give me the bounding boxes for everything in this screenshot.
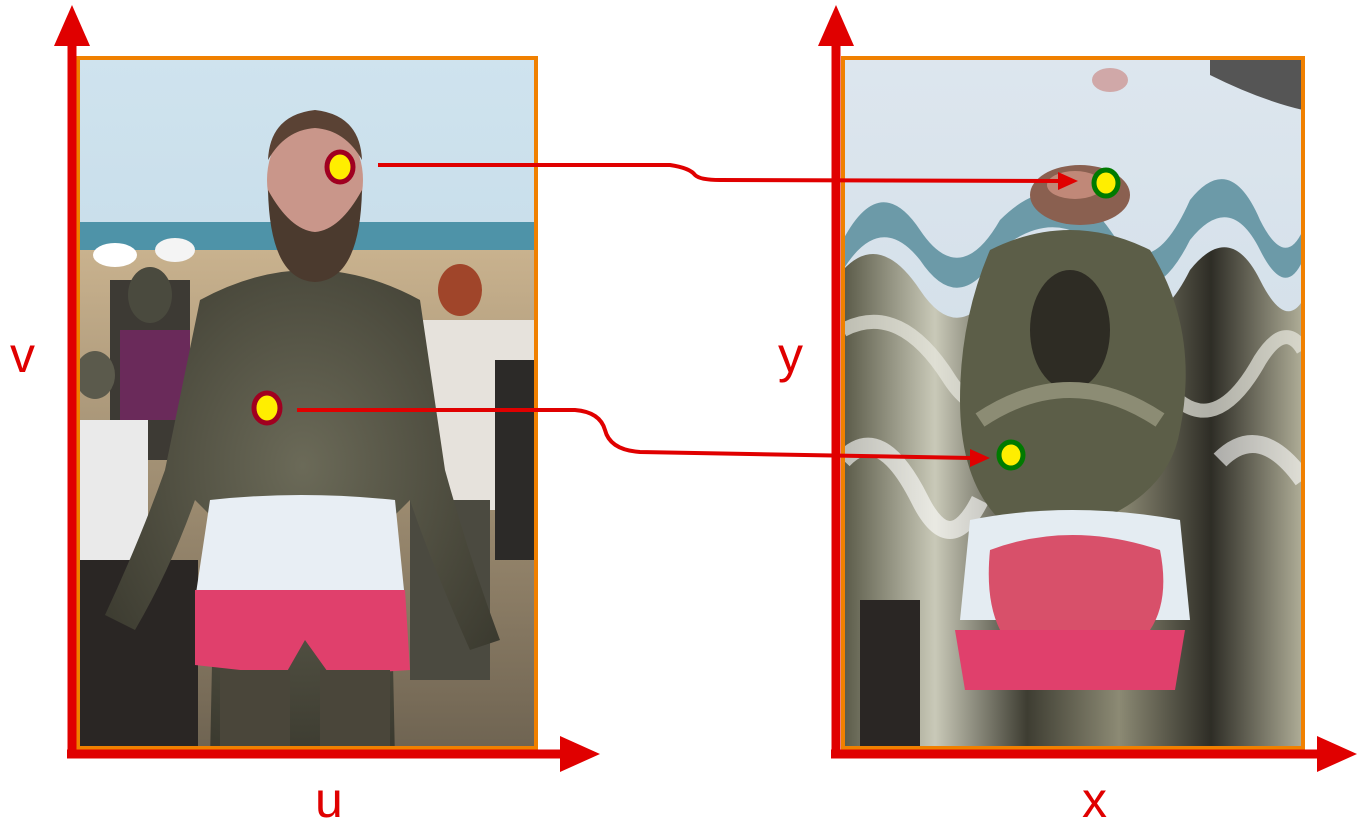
warped-photo [843, 58, 1303, 748]
target-point-belly [996, 439, 1026, 471]
mapping-arrowhead-belly [970, 449, 990, 467]
mapping-arrow-head [378, 163, 1061, 183]
target-point-head [1091, 167, 1121, 199]
mapping-arrow-belly [297, 408, 973, 460]
x-axis-label: x [1082, 772, 1107, 828]
y-axis-arrowhead [818, 5, 854, 46]
u-axis-label: u [315, 772, 343, 828]
v-axis-label: v [10, 327, 35, 383]
u-axis-arrowhead [560, 736, 600, 772]
x-axis-arrowhead [1317, 736, 1357, 772]
left-image-frame [76, 56, 538, 750]
original-photo [78, 58, 536, 748]
mapping-arrowhead-head [1058, 172, 1078, 190]
source-point-head [324, 149, 356, 185]
v-axis-arrowhead [54, 5, 90, 46]
right-image-frame [841, 56, 1305, 750]
mapping-arrows [297, 163, 1078, 467]
source-point-belly [251, 390, 283, 426]
y-axis-label: y [778, 327, 803, 383]
left-axes [54, 5, 600, 772]
right-axes [818, 5, 1357, 772]
